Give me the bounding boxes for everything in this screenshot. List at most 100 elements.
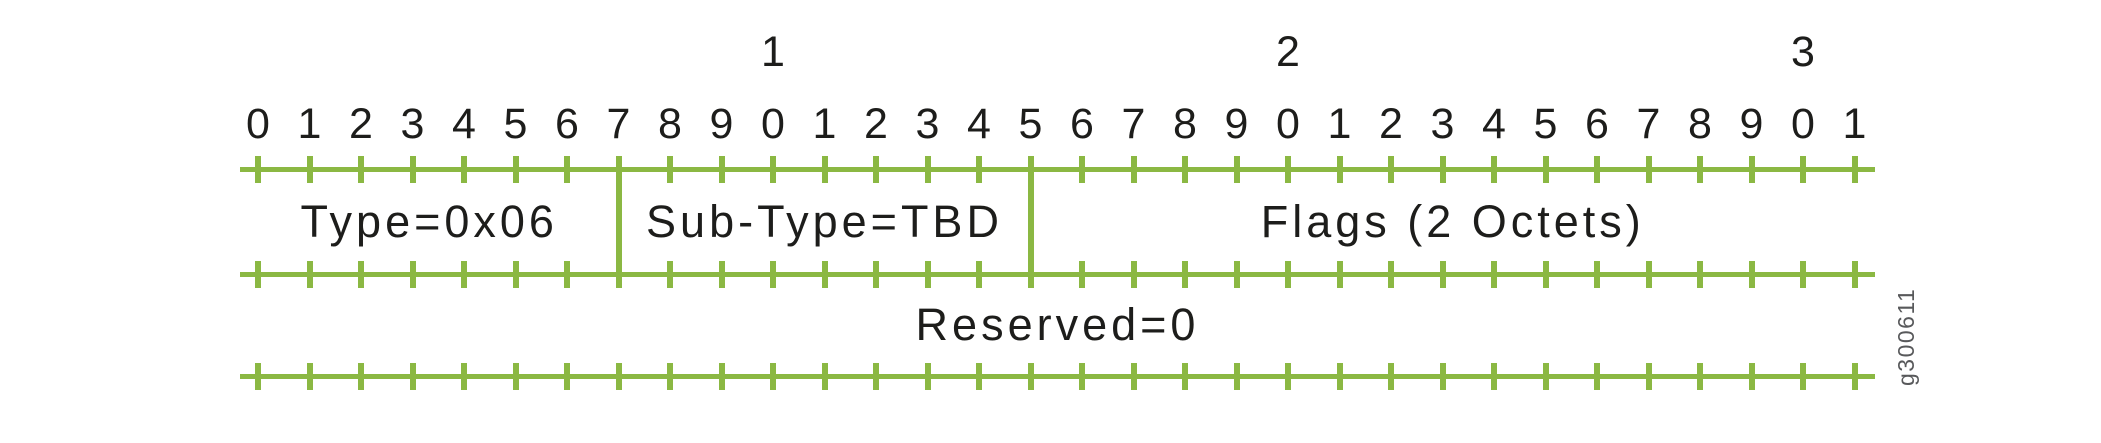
bit-tick bbox=[1336, 156, 1343, 183]
bit-tick bbox=[1336, 260, 1343, 288]
bit-number-label: 1 bbox=[1842, 100, 1867, 148]
bit-tick bbox=[667, 363, 673, 390]
bit-tick bbox=[1079, 260, 1085, 288]
bit-number-label: 3 bbox=[915, 100, 940, 148]
bit-tick bbox=[1439, 363, 1446, 390]
bit-tick bbox=[1594, 260, 1600, 288]
bit-tick bbox=[1233, 156, 1240, 183]
field-divider bbox=[615, 167, 622, 277]
bit-tick bbox=[1697, 156, 1703, 183]
bit-tick bbox=[306, 260, 313, 288]
bit-tick bbox=[1697, 363, 1703, 390]
bit-number-label: 4 bbox=[967, 100, 991, 148]
bit-tick bbox=[821, 363, 828, 390]
bit-tick bbox=[770, 156, 776, 183]
field-label: Type=0x06 bbox=[300, 195, 558, 247]
bit-number-label: 8 bbox=[1173, 100, 1197, 148]
bit-tick bbox=[1748, 156, 1755, 183]
bit-tick bbox=[1645, 156, 1652, 183]
bit-tick bbox=[512, 260, 519, 288]
bit-tick bbox=[1027, 363, 1034, 390]
bit-tick bbox=[1182, 363, 1188, 390]
bit-tick bbox=[873, 156, 879, 183]
bit-group-label: 1 bbox=[761, 28, 785, 76]
bit-tick bbox=[924, 156, 931, 183]
bit-number-label: 7 bbox=[1636, 100, 1661, 148]
bit-tick bbox=[873, 260, 879, 288]
bit-tick bbox=[1542, 260, 1549, 288]
bit-tick bbox=[1645, 260, 1652, 288]
bit-tick bbox=[1439, 260, 1446, 288]
bit-number-label: 9 bbox=[709, 100, 734, 148]
field-divider bbox=[1027, 167, 1034, 277]
bit-tick bbox=[1439, 156, 1446, 183]
bit-tick bbox=[409, 363, 416, 390]
bit-ruler-line bbox=[240, 167, 1875, 172]
bit-tick bbox=[255, 363, 261, 390]
bit-tick bbox=[718, 156, 725, 183]
bit-number-label: 9 bbox=[1224, 100, 1249, 148]
bit-number-label: 5 bbox=[1533, 100, 1558, 148]
bit-tick bbox=[615, 363, 622, 390]
bit-tick bbox=[821, 260, 828, 288]
bit-tick bbox=[667, 156, 673, 183]
bit-group-label: 3 bbox=[1791, 28, 1815, 76]
bit-tick bbox=[1594, 156, 1600, 183]
bit-tick bbox=[1645, 363, 1652, 390]
bit-tick bbox=[873, 363, 879, 390]
bit-tick bbox=[1233, 260, 1240, 288]
bit-tick bbox=[1542, 363, 1549, 390]
bit-tick bbox=[1079, 363, 1085, 390]
bit-number-label: 0 bbox=[761, 100, 785, 148]
bit-tick bbox=[512, 363, 519, 390]
bit-number-label: 1 bbox=[297, 100, 322, 148]
bit-number-label: 3 bbox=[400, 100, 425, 148]
bit-number-label: 4 bbox=[1482, 100, 1506, 148]
bit-tick bbox=[1748, 260, 1755, 288]
bit-tick bbox=[358, 156, 364, 183]
bit-tick bbox=[976, 260, 982, 288]
bit-tick bbox=[1079, 156, 1085, 183]
bit-tick bbox=[1285, 156, 1291, 183]
bit-tick bbox=[512, 156, 519, 183]
bit-number-label: 8 bbox=[658, 100, 682, 148]
bit-tick bbox=[564, 363, 570, 390]
bit-number-label: 5 bbox=[1018, 100, 1043, 148]
bit-tick bbox=[1130, 156, 1137, 183]
bit-tick bbox=[924, 260, 931, 288]
bit-tick bbox=[976, 363, 982, 390]
bit-tick bbox=[1285, 363, 1291, 390]
bit-number-label: 6 bbox=[1585, 100, 1609, 148]
bit-number-label: 0 bbox=[1791, 100, 1815, 148]
bit-tick bbox=[564, 156, 570, 183]
bit-tick bbox=[409, 156, 416, 183]
bit-tick bbox=[718, 363, 725, 390]
bit-number-label: 2 bbox=[349, 100, 373, 148]
bit-tick bbox=[1491, 156, 1497, 183]
bit-tick bbox=[1285, 260, 1291, 288]
bit-tick bbox=[409, 260, 416, 288]
bit-tick bbox=[1130, 260, 1137, 288]
bit-tick bbox=[1388, 156, 1394, 183]
field-label: Sub-Type=TBD bbox=[646, 195, 1003, 247]
bit-tick bbox=[976, 156, 982, 183]
bit-tick bbox=[924, 363, 931, 390]
bit-number-label: 0 bbox=[246, 100, 270, 148]
bit-tick bbox=[1182, 260, 1188, 288]
field-label: Reserved=0 bbox=[915, 299, 1200, 351]
bit-tick bbox=[1388, 260, 1394, 288]
bit-tick bbox=[770, 260, 776, 288]
bit-number-label: 3 bbox=[1430, 100, 1455, 148]
field-label: Flags (2 Octets) bbox=[1260, 195, 1645, 247]
bit-tick bbox=[1594, 363, 1600, 390]
bit-tick bbox=[1748, 363, 1755, 390]
bit-number-label: 6 bbox=[555, 100, 579, 148]
bit-number-label: 2 bbox=[1379, 100, 1403, 148]
bit-number-label: 4 bbox=[452, 100, 476, 148]
bit-tick bbox=[718, 260, 725, 288]
bit-number-label: 6 bbox=[1070, 100, 1094, 148]
bit-tick bbox=[1491, 260, 1497, 288]
bit-number-label: 5 bbox=[503, 100, 528, 148]
bit-tick bbox=[1697, 260, 1703, 288]
